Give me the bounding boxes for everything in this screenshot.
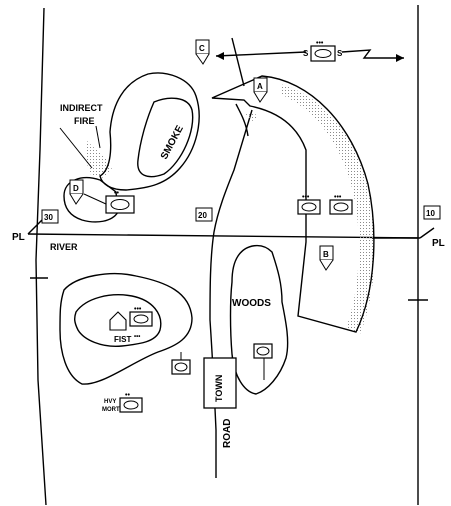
armor-unit-town	[171, 352, 191, 375]
armor-platoon-east-1: •••	[297, 194, 321, 215]
screen-line	[215, 37, 404, 87]
checkpoint-30-label: 30	[44, 213, 53, 222]
map-border-left	[30, 7, 48, 506]
map-border-right	[408, 5, 428, 505]
echelon-screen: •••	[316, 40, 324, 47]
echelon-fist-platoon: •••	[134, 306, 142, 313]
trp-b-label: B	[323, 250, 329, 259]
checkpoint-20: 20	[195, 207, 213, 222]
woods-label: WOODS	[232, 298, 271, 309]
screen-label-right: S	[337, 49, 343, 58]
indirect-fire-label-line2: FIRE	[74, 116, 95, 126]
checkpoint-20-label: 20	[198, 211, 207, 220]
fist-symbol	[109, 311, 127, 331]
trp-a-label: A	[257, 82, 263, 91]
indirect-fire-area	[59, 125, 112, 178]
checkpoint-30: 30	[41, 209, 59, 224]
town-label: TOWN	[214, 375, 224, 402]
woods-area	[229, 245, 289, 395]
echelon-d: ••	[114, 190, 119, 197]
heavy-mortar-section: ••	[119, 392, 143, 413]
armor-platoon-east-2: •••	[329, 194, 353, 215]
town	[203, 357, 237, 409]
fist-hill	[59, 273, 193, 385]
indirect-fire-label-line1: INDIRECT	[60, 103, 103, 113]
echelon-mortar: ••	[125, 392, 130, 399]
armor-section-d: ••	[83, 190, 135, 214]
echelon-east-2: •••	[334, 194, 342, 201]
echelon-east-1: •••	[302, 194, 310, 201]
trp-d-label: D	[73, 184, 79, 193]
hvy-label: HVY	[104, 399, 116, 405]
trp-b-flag	[319, 245, 334, 271]
trp-c-flag	[195, 39, 210, 65]
road	[209, 103, 253, 478]
sector-of-fire	[211, 75, 375, 334]
road-label: ROAD	[222, 419, 233, 448]
phase-line-label-left: PL	[12, 232, 25, 243]
armor-unit-woods	[253, 343, 273, 359]
armor-platoon-screen: •••	[310, 40, 336, 62]
trp-d-flag	[69, 179, 84, 205]
trp-c-label: C	[199, 44, 205, 53]
phase-line-label-right: PL	[432, 238, 445, 249]
river-label: RIVER	[50, 242, 78, 252]
hill-d	[63, 177, 119, 223]
echelon-fist: •••	[134, 334, 140, 340]
armor-platoon-fist: •••	[129, 306, 153, 327]
mort-label: MORT	[102, 407, 120, 413]
screen-label-left: S	[303, 49, 309, 58]
checkpoint-10: 10	[423, 205, 441, 220]
trp-a-flag	[253, 77, 268, 103]
smoke-hill	[99, 72, 200, 191]
checkpoint-10-label: 10	[426, 209, 435, 218]
fist-label: FIST	[114, 335, 131, 344]
phase-line	[27, 219, 435, 239]
smoke-label: SMOKE	[159, 124, 186, 162]
